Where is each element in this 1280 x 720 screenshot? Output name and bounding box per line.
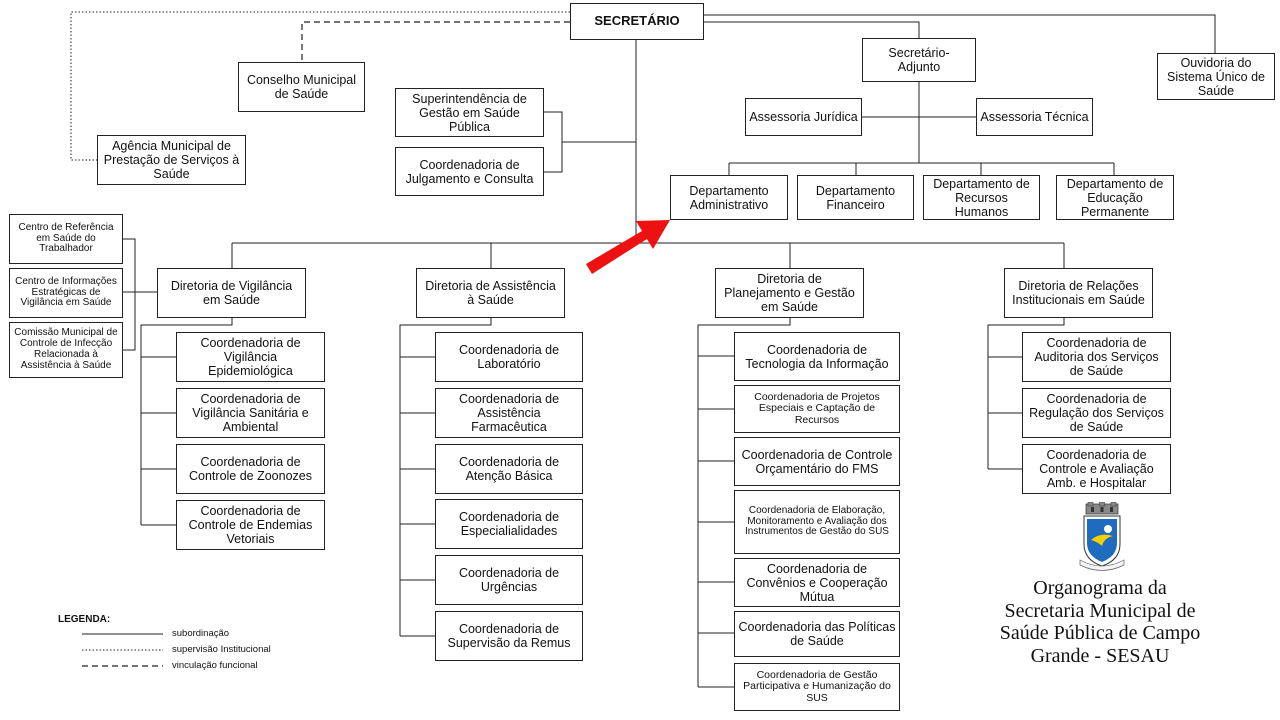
coord-politicas-box: Coordenadoria das Políticas de Saúde [734,611,900,657]
superintendencia-box: Superintendência de Gestão em Saúde Públ… [395,88,544,137]
ouvidoria-box: Ouvidoria do Sistema Único de Saúde [1157,53,1275,100]
coord-convenios-box: Coordenadoria de Convênios e Cooperação … [734,558,900,607]
legend-vinculacao: vinculação funcional [172,660,258,671]
diagram-caption: Organograma da Secretaria Municipal de S… [999,577,1201,667]
coord-controle-avaliacao-box: Coordenadoria de Controle e Avaliação Am… [1022,444,1171,494]
diretoria-relacoes-box: Diretoria de Relações Institucionais em … [1004,268,1153,318]
coord-projetos-box: Coordenadoria de Projetos Especiais e Ca… [734,385,900,433]
centro-informacoes-box: Centro de Informações Estratégicas de Vi… [9,268,123,318]
diretoria-vigilancia-box: Diretoria de Vigilância em Saúde [157,268,306,318]
secretario-adjunto-box: Secretário- Adjunto [862,38,976,82]
departamento-educacao-box: Departamento de Educação Permanente [1056,175,1174,220]
coord-laboratorio-box: Coordenadoria de Laboratório [435,332,583,382]
coord-atencao-basica-box: Coordenadoria de Atenção Básica [435,444,583,494]
departamento-administrativo-box: Departamento Administrativo [670,175,788,220]
coord-julgamento-box: Coordenadoria de Julgamento e Consulta [395,147,544,196]
coord-vigilancia-epidemiologica-box: Coordenadoria de Vigilância Epidemiológi… [176,332,325,382]
coord-zoonozes-box: Coordenadoria de Controle de Zoonozes [176,444,325,494]
comissao-municipal-box: Comissão Municipal de Controle de Infecç… [9,322,123,378]
coord-tecnologia-box: Coordenadoria de Tecnologia da Informaçã… [734,332,900,381]
coord-regulacao-box: Coordenadoria de Regulação dos Serviços … [1022,388,1171,438]
departamento-financeiro-box: Departamento Financeiro [797,175,914,220]
assessoria-juridica-box: Assessoria Jurídica [745,98,862,136]
legend-subordinacao: subordinação [172,628,230,639]
coord-participativa-box: Coordenadoria de Gestão Participativa e … [734,663,900,711]
coord-elaboracao-box: Coordenadoria de Elaboração, Monitoramen… [734,490,900,554]
coord-endemias-box: Coordenadoria de Controle de Endemias Ve… [176,500,325,550]
secretario-box: SECRETÁRIO [570,3,704,40]
coord-especialidades-box: Coordenadoria de Especialialidades [435,499,583,549]
conselho-municipal-box: Conselho Municipal de Saúde [238,62,365,112]
coord-urgencias-box: Coordenadoria de Urgências [435,555,583,605]
centro-referencia-box: Centro de Referência em Saúde do Trabalh… [9,214,123,264]
diretoria-assistencia-box: Diretoria de Assistência à Saúde [416,268,565,318]
diretoria-planejamento-box: Diretoria de Planejamento e Gestão em Sa… [715,268,864,318]
agencia-municipal-box: Agência Municipal de Prestação de Serviç… [97,135,246,185]
coord-auditoria-box: Coordenadoria de Auditoria dos Serviços … [1022,332,1171,382]
coord-farmaceutica-box: Coordenadoria de Assistência Farmacêutic… [435,388,583,438]
coord-orcamentario-box: Coordenadoria de Controle Orçamentário d… [734,437,900,486]
coat-of-arms-logo [1079,502,1125,571]
coord-remus-box: Coordenadoria de Supervisão da Remus [435,611,583,661]
red-arrow-icon [586,220,670,274]
departamento-rh-box: Departamento de Recursos Humanos [923,175,1040,220]
coord-vigilancia-sanitaria-box: Coordenadoria de Vigilância Sanitária e … [176,388,325,438]
legend-supervisao: supervisão Institucional [172,644,271,655]
legend-title: LEGENDA: [58,614,111,625]
assessoria-tecnica-box: Assessoria Técnica [976,98,1093,136]
